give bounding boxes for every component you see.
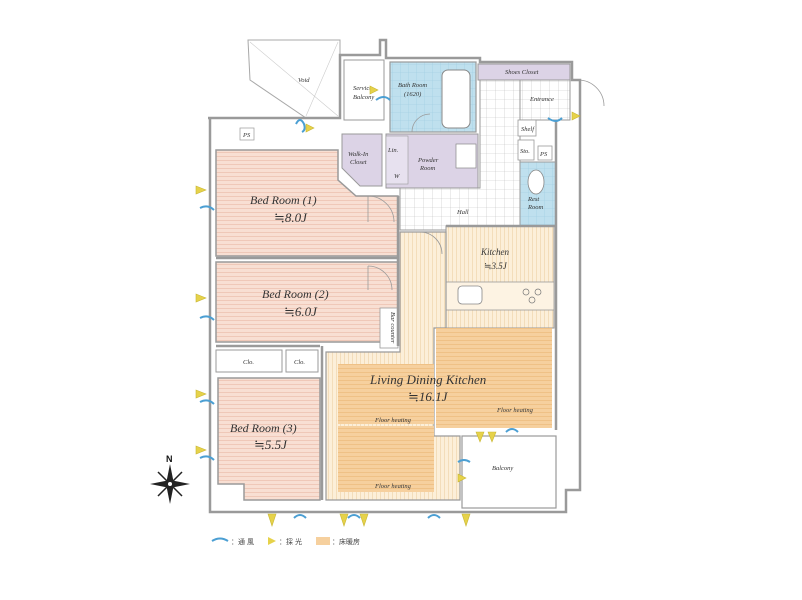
closet-label-2: Clo.: [294, 359, 305, 366]
exterior-walls: [208, 38, 582, 514]
bath-room-label-2: (1620): [404, 91, 421, 98]
bed-room-2-size: ≒6.0J: [284, 304, 318, 319]
walk-in-closet-label-2: Closet: [350, 159, 367, 166]
legend: ：通 風 ：採 光 ：床暖房: [211, 537, 360, 546]
bed-room-2: [215, 261, 399, 343]
bath-room: [389, 61, 477, 133]
shoes-closet-label: Shoes Closet: [505, 69, 539, 76]
kitchen-name: Kitchen: [480, 247, 509, 257]
bed-room-3: [217, 377, 321, 501]
bed-room-3-size: ≒5.5J: [254, 437, 288, 452]
bed-room-1-size: ≒8.0J: [274, 210, 308, 225]
kitchen: [445, 225, 555, 329]
washer-label: W: [394, 173, 400, 180]
floor-heating-label-3: Floor heating: [374, 483, 412, 490]
ldk-name: Living Dining Kitchen: [369, 372, 486, 387]
floor-heating-label-1: Floor heating: [496, 407, 534, 414]
legend-floor-heating-swatch: [316, 537, 330, 545]
bed-room-1-name: Bed Room (1): [250, 193, 317, 207]
bed-room-3-name: Bed Room (3): [230, 421, 297, 435]
shelf-label: Shelf: [521, 126, 535, 133]
living-dining-kitchen: [325, 231, 552, 501]
closets: [215, 349, 319, 373]
void-label: Void: [298, 77, 310, 84]
doors: [367, 79, 605, 291]
bed-room-2-name: Bed Room (2): [262, 287, 329, 301]
legend-floor-heating-label: ：床暖房: [332, 537, 360, 546]
interior-walls: [216, 120, 558, 500]
daylight-arrows: [195, 85, 581, 527]
hall-label: Hall: [456, 209, 469, 216]
walk-in-closet: [341, 133, 383, 187]
bed-room-1: [215, 127, 399, 257]
compass-north-label: N: [166, 454, 173, 464]
kitchen-size: ≒3.5J: [484, 261, 508, 271]
bath-room-label-1: Bath Room: [398, 82, 427, 89]
closet-label-1: Clo.: [243, 359, 254, 366]
entrance-label: Entrance: [529, 96, 554, 103]
service-balcony-label-2: Balcony: [353, 94, 374, 101]
service-balcony-label-1: Service: [353, 85, 372, 92]
floor-heating-label-2: Floor heating: [374, 417, 412, 424]
legend-daylight-icon: [268, 537, 276, 545]
balcony-label: Balcony: [492, 465, 513, 472]
bar-counter-label: Bar counter: [389, 312, 396, 344]
compass-rose: N: [150, 454, 190, 504]
legend-ventilation-label: ：通 風: [231, 537, 254, 546]
shoes-closet: [477, 63, 571, 161]
balcony: [461, 435, 557, 509]
ventilation-arrows: [199, 96, 563, 519]
ldk-size: ≒16.1J: [408, 389, 449, 404]
legend-daylight-label: ：採 光: [279, 537, 302, 546]
storage-label: Sto.: [520, 148, 530, 155]
legend-ventilation-icon: [211, 537, 229, 542]
ps-label-2: PS: [539, 151, 548, 158]
linen-label: Lin.: [387, 147, 399, 154]
powder-room-label-1: Powder: [417, 157, 439, 164]
powder-room: [385, 133, 479, 189]
powder-room-label-2: Room: [419, 165, 435, 172]
void-area: [247, 39, 341, 119]
ps-label-1: PS: [242, 132, 251, 139]
rest-room: [519, 161, 557, 227]
walk-in-closet-label-1: Walk-In: [348, 151, 368, 158]
rest-room-label-2: Room: [527, 204, 543, 211]
rest-room-label-1: Rest: [527, 196, 539, 203]
